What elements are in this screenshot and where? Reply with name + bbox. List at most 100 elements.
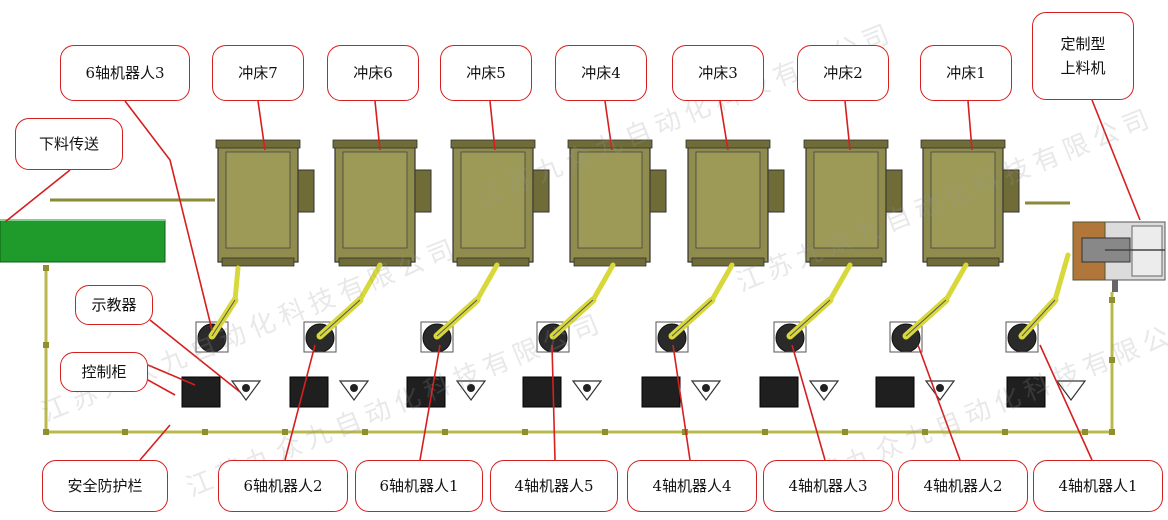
robot-station	[289, 262, 383, 408]
press-machine	[332, 139, 432, 267]
callout-label-line2: 上料机	[1060, 59, 1106, 77]
callout-robot4-3: 4轴机器人3	[763, 460, 893, 512]
control-cabinet	[522, 376, 562, 408]
leader-line	[139, 424, 171, 461]
leader-line	[284, 344, 316, 461]
fence-post	[202, 429, 208, 435]
callout-label: 冲床3	[698, 64, 738, 82]
unload-conveyor	[0, 219, 166, 263]
callout-label: 6轴机器人2	[243, 477, 323, 495]
callout-unload-conveyor: 下料传送	[15, 118, 123, 170]
leader-line	[149, 319, 241, 393]
leader-line	[419, 344, 441, 461]
fence-post	[602, 429, 608, 435]
callout-press-2: 冲床2	[797, 45, 889, 101]
callout-custom-loader: 定制型 上料机	[1032, 12, 1134, 100]
callout-press-5: 冲床5	[440, 45, 532, 101]
robot-station	[406, 262, 500, 408]
control-cabinet	[289, 376, 329, 408]
leader-line	[791, 344, 826, 461]
callout-press-7: 冲床7	[212, 45, 304, 101]
press-row	[215, 139, 1020, 267]
press-machine	[685, 139, 785, 267]
callout-press-3: 冲床3	[672, 45, 764, 101]
fence-post	[43, 429, 49, 435]
fence-post	[1109, 429, 1115, 435]
robot-station	[759, 262, 853, 408]
callout-robot4-1: 4轴机器人1	[1033, 460, 1163, 512]
leader-line	[147, 379, 176, 396]
callout-label: 冲床5	[466, 64, 506, 82]
teach-pendant	[1055, 380, 1087, 402]
leader-line	[1039, 344, 1093, 461]
control-cabinet	[875, 376, 915, 408]
callout-press-6: 冲床6	[327, 45, 419, 101]
callout-label-line1: 定制型	[1060, 35, 1106, 53]
callout-safety-fence: 安全防护栏	[42, 460, 168, 512]
callout-label: 4轴机器人5	[514, 477, 594, 495]
robot-row	[181, 252, 1087, 408]
press-machine	[215, 139, 315, 267]
robot-station	[1005, 252, 1087, 408]
callout-label: 冲床2	[823, 64, 863, 82]
callout-robot6-1: 6轴机器人1	[355, 460, 483, 512]
fence-post	[362, 429, 368, 435]
control-cabinet	[1006, 376, 1046, 408]
callout-label: 冲床4	[581, 64, 621, 82]
leader-line	[4, 169, 71, 223]
callout-label: 4轴机器人2	[923, 477, 1003, 495]
callout-label: 4轴机器人1	[1058, 477, 1138, 495]
callout-label: 控制柜	[81, 363, 127, 381]
press-machine	[450, 139, 550, 267]
control-cabinet	[406, 376, 446, 408]
callout-label: 安全防护栏	[67, 477, 143, 495]
press-machine	[567, 139, 667, 267]
callout-robot4-4: 4轴机器人4	[627, 460, 757, 512]
robot-station	[875, 262, 969, 408]
callout-label: 6轴机器人3	[85, 64, 165, 82]
leader-line	[672, 344, 691, 461]
robot-station	[641, 262, 735, 408]
callout-control-cabinet: 控制柜	[60, 352, 148, 392]
callout-label: 冲床6	[353, 64, 393, 82]
leader-line	[844, 100, 851, 151]
fence-post	[122, 429, 128, 435]
fence-post	[1109, 297, 1115, 303]
callout-label: 4轴机器人3	[788, 477, 868, 495]
callout-robot6-3: 6轴机器人3	[60, 45, 190, 101]
callout-robot4-2: 4轴机器人2	[898, 460, 1028, 512]
fence-post	[842, 429, 848, 435]
fence-post	[1109, 357, 1115, 363]
custom-loader-machine	[1072, 221, 1166, 292]
fence-post	[442, 429, 448, 435]
fence-posts	[43, 265, 1115, 435]
leader-line	[967, 100, 973, 151]
fence-post	[682, 429, 688, 435]
leader-line	[604, 100, 613, 151]
fence-post	[1002, 429, 1008, 435]
leader-line	[719, 100, 729, 151]
callout-press-1: 冲床1	[920, 45, 1012, 101]
callout-label: 6轴机器人1	[379, 477, 459, 495]
callout-label: 下料传送	[38, 135, 99, 153]
fence-post	[762, 429, 768, 435]
leader-line	[374, 100, 381, 151]
callout-robot6-2: 6轴机器人2	[218, 460, 348, 512]
fence-post	[282, 429, 288, 435]
fence-post	[522, 429, 528, 435]
leader-line	[551, 344, 556, 461]
leader-line	[1091, 99, 1141, 221]
callout-label: 示教器	[91, 296, 137, 314]
leader-line	[124, 100, 213, 331]
leader-line	[917, 344, 961, 461]
callout-leaders	[4, 99, 1141, 461]
fence-post	[43, 342, 49, 348]
fence-post	[922, 429, 928, 435]
callout-teach-pendant: 示教器	[75, 285, 153, 325]
leader-line	[147, 364, 196, 386]
fence-post	[43, 265, 49, 271]
control-cabinet	[759, 376, 799, 408]
callout-label: 冲床7	[238, 64, 278, 82]
